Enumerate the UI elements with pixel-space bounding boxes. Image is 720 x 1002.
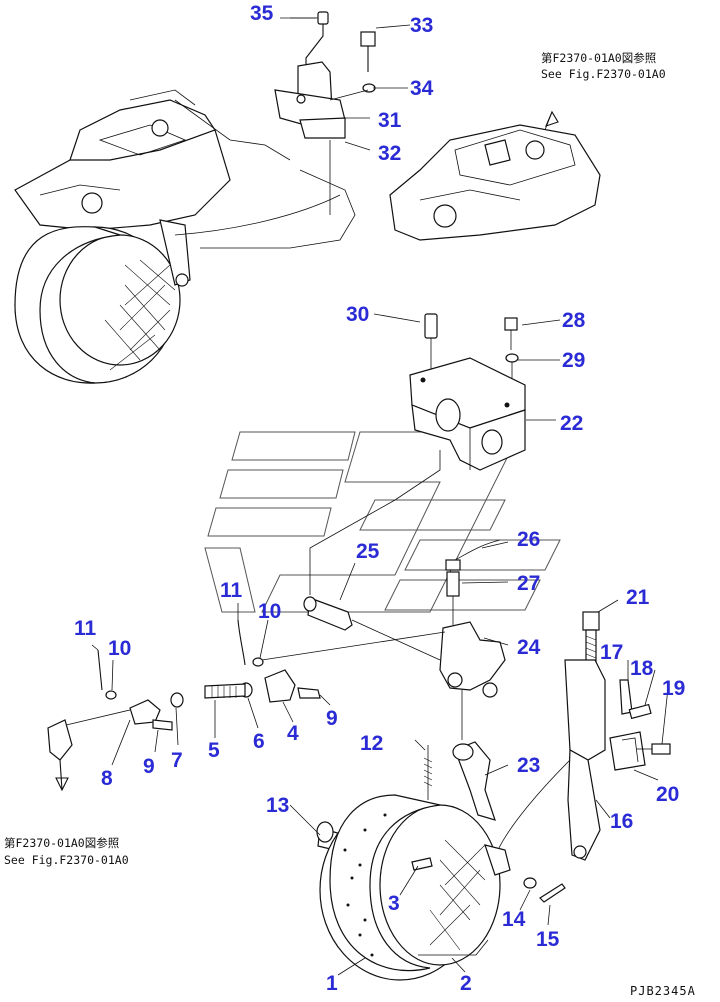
callout-numbers: 35 33 34 31 32 30 28 29 22 25 26 27 24 2…	[74, 2, 685, 995]
watermark-logo	[204, 431, 561, 613]
linkage-assembly	[497, 611, 671, 861]
callout-18: 18	[630, 657, 654, 680]
drawing-code: PJB2345A	[630, 984, 696, 998]
callout-31: 31	[378, 109, 402, 132]
callout-28: 28	[562, 309, 586, 332]
callout-10-left: 10	[108, 637, 131, 660]
callout-11-left: 11	[74, 617, 97, 640]
callout-17: 17	[600, 641, 623, 664]
callout-8: 8	[101, 767, 113, 790]
callout-10-right: 10	[258, 600, 281, 623]
reference-bottom-left-en: See Fig.F2370-01A0	[4, 853, 129, 867]
callout-34: 34	[410, 77, 434, 100]
callout-9-right: 9	[326, 707, 338, 730]
callout-15: 15	[536, 928, 560, 951]
callout-26: 26	[517, 528, 540, 551]
callout-14: 14	[502, 908, 526, 931]
callout-19: 19	[662, 677, 685, 700]
lever-assembly	[303, 539, 506, 740]
callout-20: 20	[656, 783, 679, 806]
callout-11-right: 11	[220, 579, 243, 602]
callout-35: 35	[250, 2, 274, 25]
callout-5: 5	[208, 739, 220, 762]
top-bracket-assembly	[174, 11, 376, 236]
reference-bottom-left-jp: 第F2370-01A0図参照	[4, 836, 119, 850]
upper-bracket-assembly	[309, 313, 526, 595]
reference-top-right-en: See Fig.F2370-01A0	[541, 67, 666, 81]
callout-4: 4	[287, 722, 299, 745]
callout-22: 22	[560, 412, 583, 435]
callout-2: 2	[460, 972, 472, 995]
transmission-housing-right	[389, 110, 601, 241]
callout-30: 30	[346, 303, 369, 326]
rod-linkage	[47, 619, 446, 792]
callout-29: 29	[562, 349, 585, 372]
callout-21: 21	[626, 586, 650, 609]
callout-23: 23	[517, 754, 540, 777]
callout-1: 1	[326, 972, 338, 995]
callout-12: 12	[360, 732, 383, 755]
cross-references: 第F2370-01A0図参照 See Fig.F2370-01A0 第F2370…	[4, 51, 666, 867]
callout-32: 32	[378, 142, 401, 165]
callout-9-left: 9	[143, 755, 155, 778]
callout-13: 13	[266, 794, 289, 817]
callout-33: 33	[410, 14, 433, 37]
reference-top-right-jp: 第F2370-01A0図参照	[541, 51, 656, 65]
callout-16: 16	[610, 810, 633, 833]
callout-3: 3	[388, 892, 400, 915]
brake-drum-lower	[319, 794, 566, 981]
callout-24: 24	[517, 636, 541, 659]
callout-25: 25	[356, 540, 380, 563]
callout-6: 6	[253, 730, 265, 753]
callout-27: 27	[517, 572, 540, 595]
leader-lines	[91, 17, 669, 976]
transmission-housing-left	[14, 89, 356, 384]
callout-7: 7	[171, 749, 183, 772]
cam-part	[452, 741, 496, 821]
